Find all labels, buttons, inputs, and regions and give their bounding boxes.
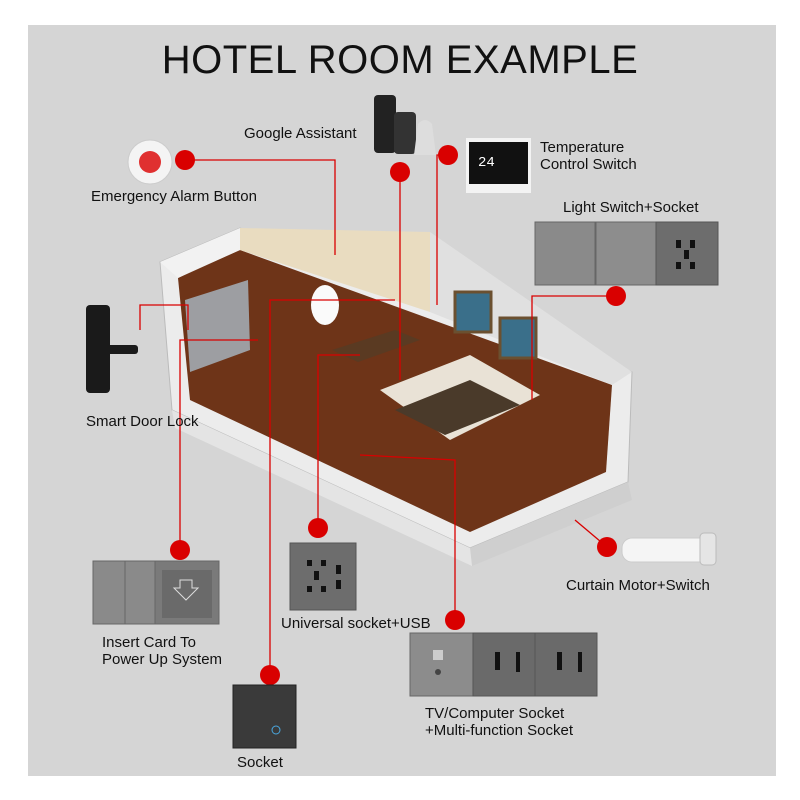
dot-google-assistant <box>390 162 410 182</box>
smart-speaker-icon <box>374 95 436 155</box>
page-title: HOTEL ROOM EXAMPLE <box>161 38 639 82</box>
label-temperature-line1: Temperature <box>540 139 625 156</box>
card-switch-panel-icon <box>92 560 220 625</box>
curtain-motor-icon <box>621 532 717 566</box>
label-emergency-alarm: Emergency Alarm Button <box>91 188 257 205</box>
emergency-button-icon <box>127 139 173 185</box>
dot-insert-card <box>170 540 190 560</box>
label-google-assistant: Google Assistant <box>244 125 357 142</box>
connector-lines <box>139 154 616 675</box>
dot-light-switch <box>606 286 626 306</box>
label-tv-socket-line2: +Multi-function Socket <box>425 722 573 739</box>
label-insert-card-line2: Power Up System <box>102 651 223 668</box>
universal-socket-icon <box>289 542 357 611</box>
dot-tv-socket <box>445 610 465 630</box>
socket-icon <box>232 684 297 749</box>
svg-text:24: 24 <box>478 155 495 171</box>
marker-dots <box>170 145 626 685</box>
label-curtain-motor: Curtain Motor+Switch <box>566 577 710 594</box>
label-light-switch: Light Switch+Socket <box>563 199 699 216</box>
tv-multifunction-socket-icon <box>409 632 598 697</box>
label-smart-door-lock: Smart Door Lock <box>86 413 199 430</box>
dot-socket <box>260 665 280 685</box>
hotel-room-illustration <box>159 227 633 566</box>
label-socket: Socket <box>237 754 283 771</box>
label-insert-card-line1: Insert Card To <box>102 634 196 651</box>
label-universal-socket: Universal socket+USB <box>281 615 431 632</box>
dot-curtain-motor <box>597 537 617 557</box>
label-tv-socket-line1: TV/Computer Socket <box>425 705 565 722</box>
dot-universal-socket <box>308 518 328 538</box>
thermostat-icon: 24 <box>466 138 531 193</box>
dot-emergency-alarm <box>175 150 195 170</box>
label-temperature-line2: Control Switch <box>540 156 637 173</box>
dot-temperature <box>438 145 458 165</box>
light-switch-panel-icon <box>534 221 719 286</box>
door-lock-icon <box>86 305 138 393</box>
